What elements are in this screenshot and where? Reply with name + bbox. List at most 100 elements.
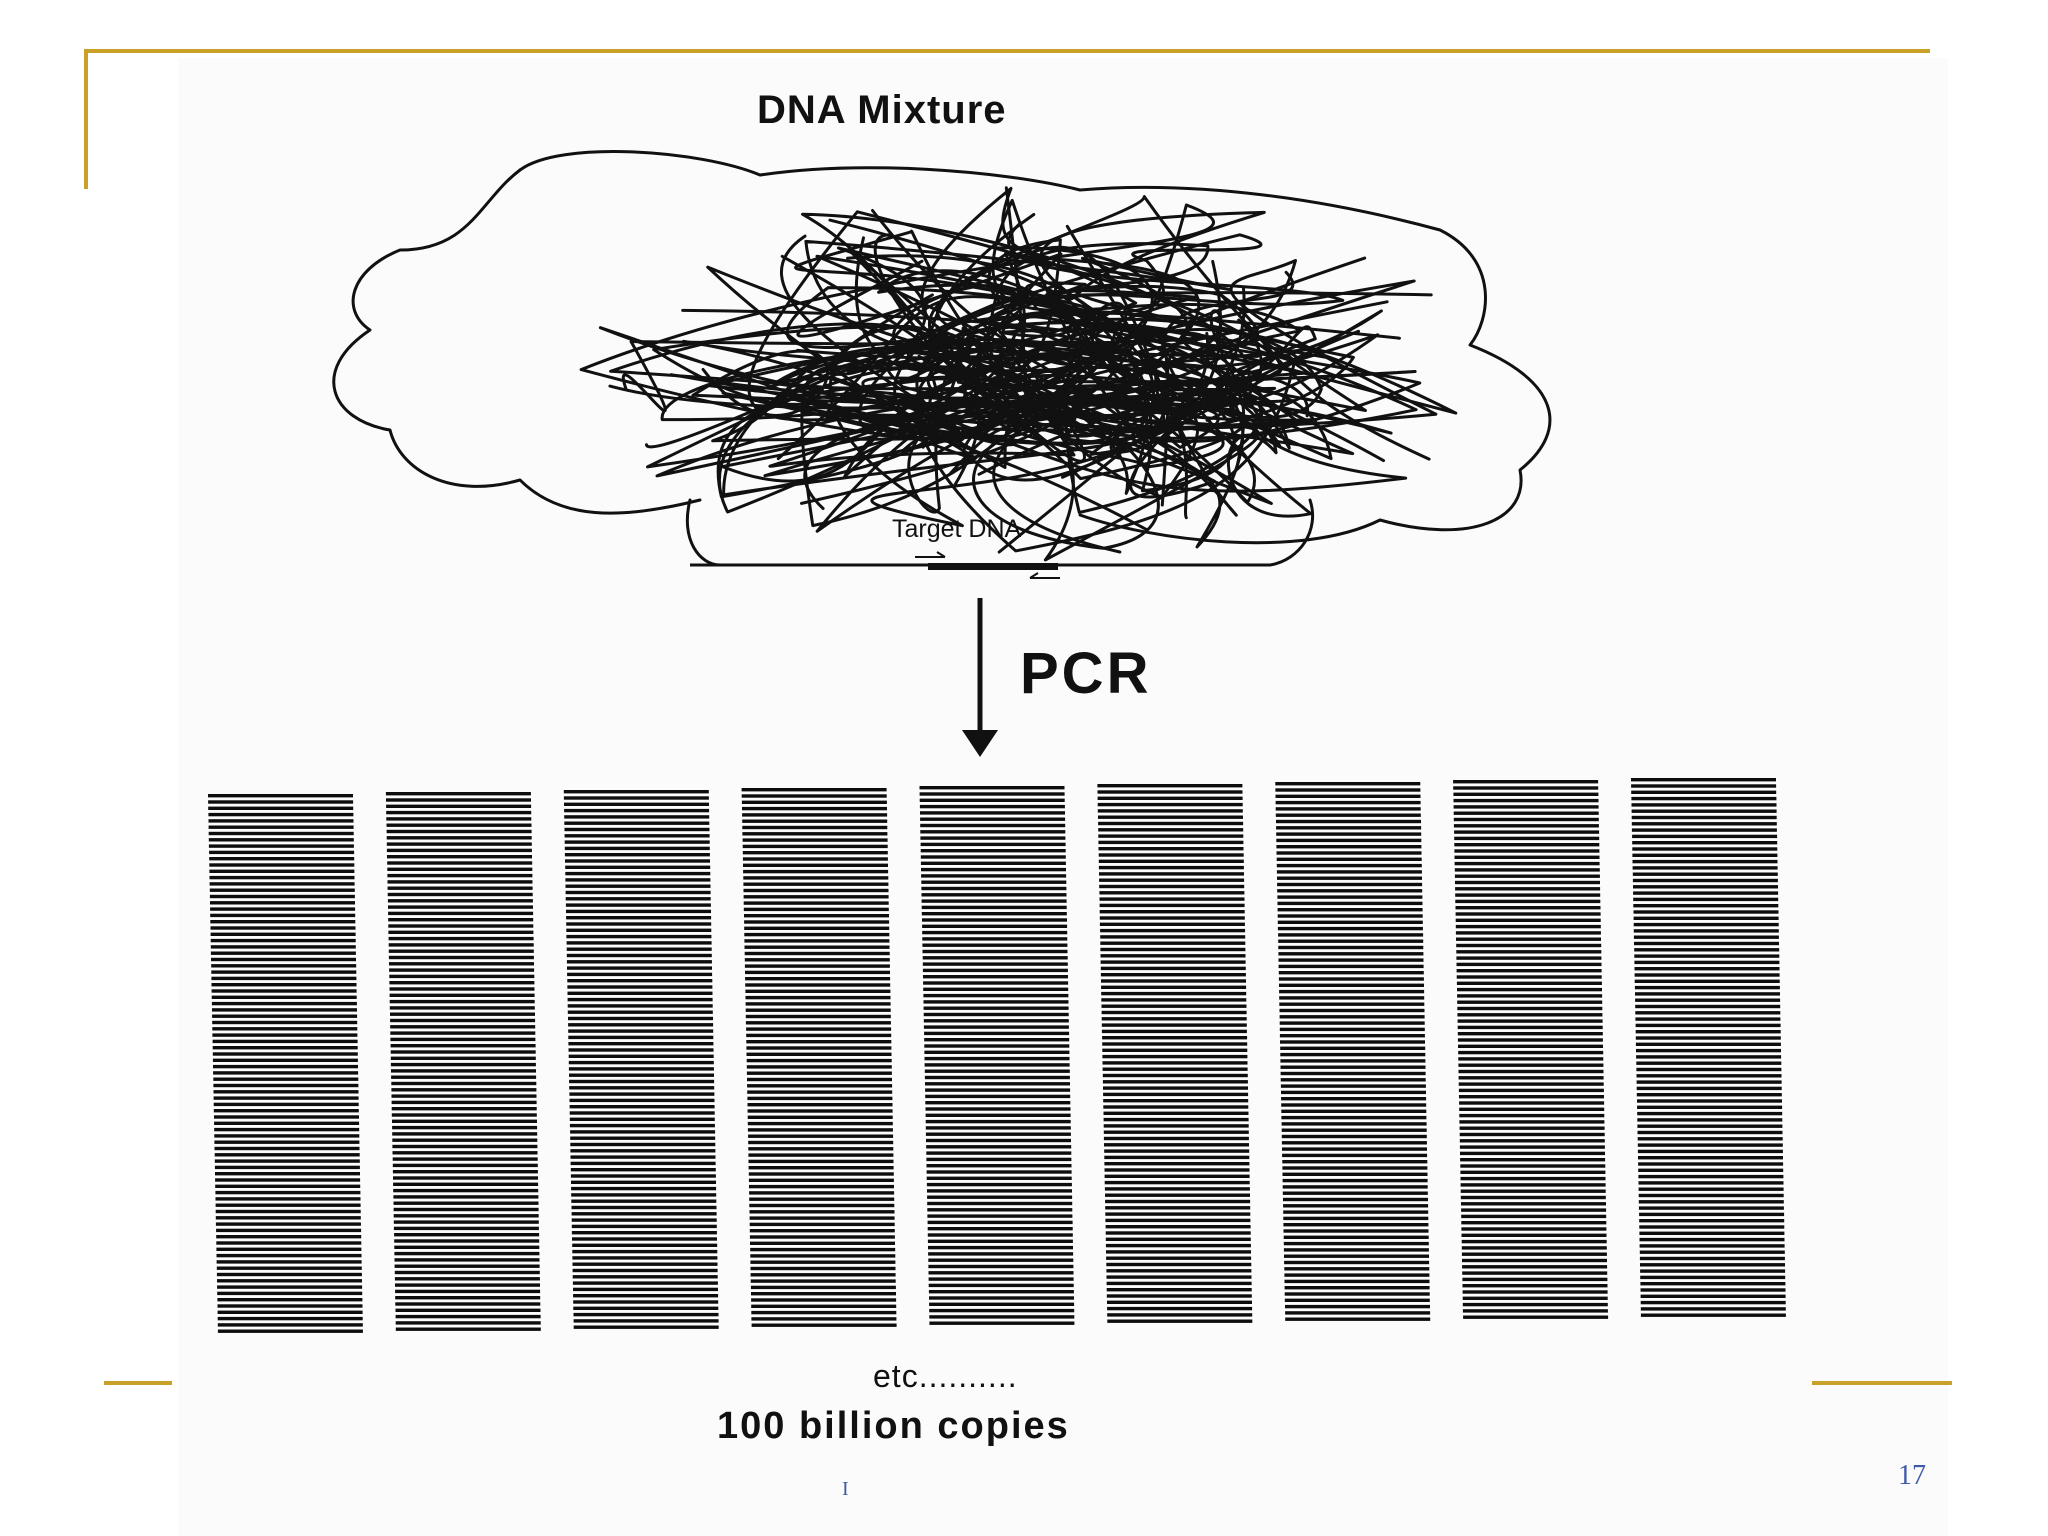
dna-copy-strand <box>929 1321 1075 1325</box>
dna-copy-strand <box>212 1020 358 1025</box>
dna-copy-strand <box>1277 876 1422 880</box>
dna-copy-strand <box>395 1296 541 1300</box>
dna-copy-strand <box>567 966 712 970</box>
dna-copy-strand <box>1461 1239 1607 1244</box>
dna-copy-strand <box>744 926 890 930</box>
dna-copy-strand <box>386 829 532 834</box>
dna-copy-strand <box>1099 910 1245 914</box>
dna-copy-strand <box>921 893 1067 897</box>
dna-copy-strand <box>563 790 709 794</box>
dna-copy-strand <box>1097 809 1243 813</box>
dna-copy-strand <box>926 1182 1072 1187</box>
dna-copy-strand <box>1105 1237 1251 1241</box>
dna-copy-strand <box>1639 1219 1785 1223</box>
dna-copy-strand <box>919 798 1065 802</box>
dna-copy-strand <box>1462 1284 1608 1288</box>
dna-copy-strand <box>212 1027 358 1031</box>
dna-copy-strand <box>1104 1149 1250 1153</box>
dna-copy-strand <box>572 1249 718 1254</box>
dna-copy-strand <box>743 882 889 886</box>
dna-copy-strand <box>1282 1191 1428 1195</box>
copies-column <box>1097 784 1253 1323</box>
diagram-title: DNA Mixture <box>757 88 1007 132</box>
dna-copy-strand <box>744 920 890 924</box>
dna-copy-strand <box>390 1044 536 1048</box>
copies-column <box>385 792 541 1331</box>
copies-column <box>208 794 363 1333</box>
dna-copy-strand <box>1640 1288 1786 1292</box>
dna-copy-strand <box>1100 966 1246 971</box>
dna-copy-strand <box>1640 1269 1786 1273</box>
dna-copy-strand <box>1454 836 1600 841</box>
pcr-arrow <box>962 598 998 757</box>
dna-copy-strand <box>1106 1256 1252 1260</box>
dna-copy-strand <box>748 1147 894 1151</box>
dna-copy-strand <box>748 1159 894 1164</box>
dna-copy-strand <box>386 848 532 853</box>
dna-copy-strand <box>1279 1002 1425 1006</box>
dna-copy-strand <box>1461 1221 1607 1225</box>
dna-copy-strand <box>1634 941 1779 946</box>
dna-copy-strand <box>1638 1162 1784 1166</box>
dna-copy-strand <box>749 1229 895 1233</box>
dna-copy-strand <box>566 953 712 958</box>
dna-copy-strand <box>1280 1071 1426 1076</box>
dna-copy-strand <box>750 1279 896 1283</box>
dna-copy-strand <box>751 1298 897 1302</box>
dna-copy-strand <box>749 1216 895 1220</box>
dna-copy-strand <box>388 924 534 928</box>
dna-copy-strand <box>1459 1107 1605 1111</box>
dna-copy-strand <box>389 999 535 1004</box>
dna-copy-strand <box>1462 1290 1608 1294</box>
dna-copy-strand <box>386 804 532 808</box>
dna-copy-strand <box>929 1302 1075 1306</box>
dna-copy-strand <box>920 811 1065 815</box>
dna-copy-strand <box>1453 780 1599 784</box>
dna-copy-strand <box>1281 1134 1427 1139</box>
dna-copy-strand <box>214 1159 360 1163</box>
dna-copy-strand <box>1275 807 1421 811</box>
dna-copy-strand <box>1640 1263 1785 1267</box>
dna-copy-strand <box>394 1233 540 1237</box>
dna-copy-strand <box>1454 861 1600 866</box>
dna-copy-strand <box>1107 1306 1253 1311</box>
dna-copy-strand <box>1278 945 1424 950</box>
dna-loop <box>518 150 1552 545</box>
dna-copy-strand <box>568 1054 714 1058</box>
dna-copy-strand <box>1281 1141 1427 1145</box>
dna-copy-strand <box>570 1130 716 1134</box>
dna-copy-strand <box>572 1256 718 1260</box>
dna-copy-strand <box>214 1140 360 1144</box>
dna-copy-strand <box>1098 828 1244 832</box>
dna-copy-strand <box>389 1006 535 1010</box>
dna-copy-strand <box>1458 1082 1604 1086</box>
dna-copy-strand <box>572 1275 718 1279</box>
dna-copy-strand <box>1633 910 1779 914</box>
dna-copy-strand <box>208 838 354 842</box>
etc-label: etc.......... <box>873 1358 1018 1394</box>
dna-copy-strand <box>1278 977 1424 981</box>
dna-copy-strand <box>1453 817 1599 822</box>
dna-copy-strand <box>1278 971 1424 975</box>
dna-copy-strand <box>1635 992 1780 996</box>
dna-copy-strand <box>216 1241 362 1245</box>
dna-copy-strand <box>923 1019 1069 1023</box>
dna-copy-strand <box>391 1081 537 1086</box>
dna-copy-strand <box>571 1231 717 1235</box>
dna-copy-strand <box>395 1327 541 1331</box>
dna-copy-strand <box>1284 1273 1430 1277</box>
dna-copy-strand <box>746 1071 892 1075</box>
dna-copy-strand <box>565 884 711 888</box>
dna-copy-strand <box>923 993 1069 998</box>
dna-copy-strand <box>1279 996 1425 1000</box>
dna-copy-strand <box>1106 1262 1252 1267</box>
dna-copy-strand <box>926 1176 1072 1180</box>
copies-column <box>1275 782 1431 1321</box>
dna-copy-strand <box>217 1285 363 1289</box>
dna-copy-strand <box>1637 1137 1783 1141</box>
dna-copy-strand <box>927 1227 1073 1231</box>
dna-copy-strand <box>924 1050 1070 1054</box>
dna-copy-strand <box>1107 1300 1252 1304</box>
dna-copy-strand <box>1282 1160 1428 1164</box>
dna-copy-strand <box>393 1188 539 1193</box>
